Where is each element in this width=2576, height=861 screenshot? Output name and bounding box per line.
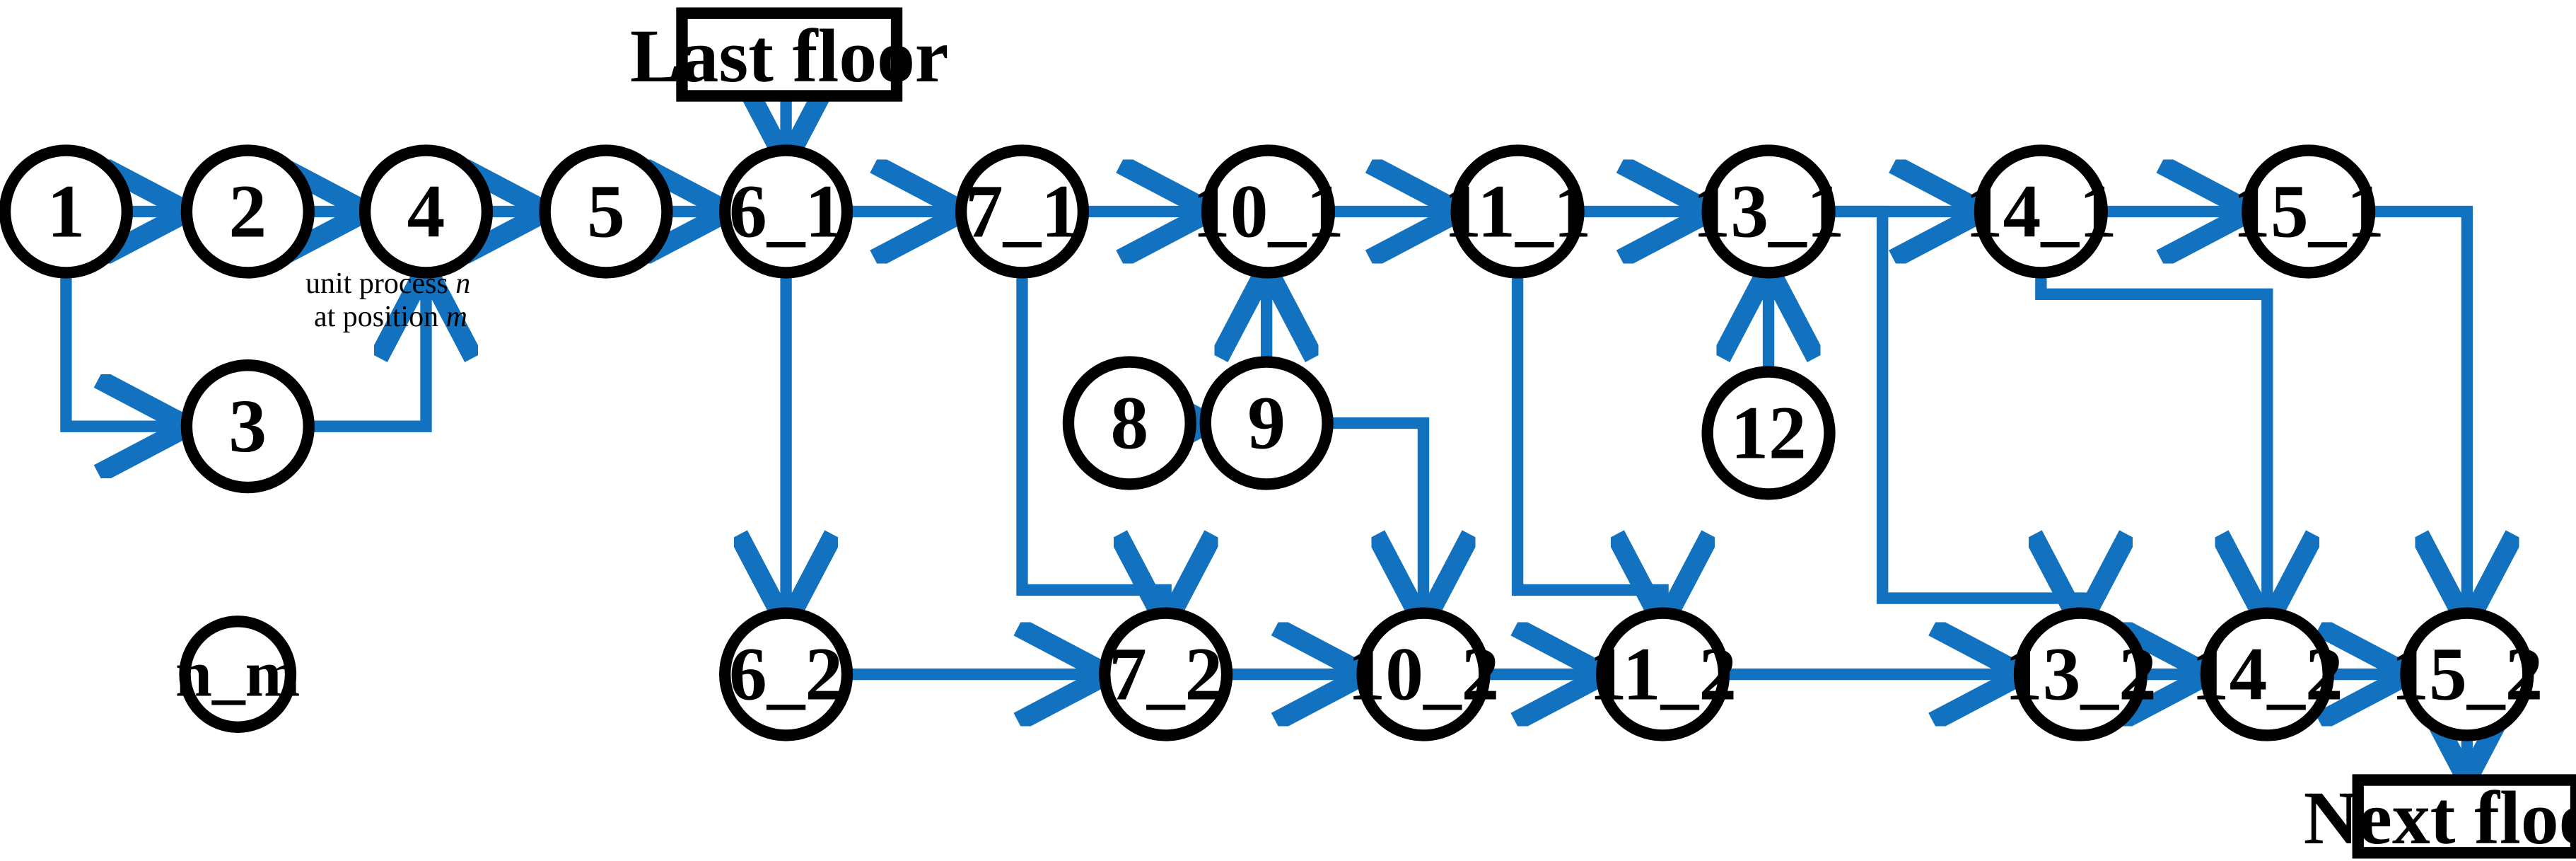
next-floor-label: Next floor <box>2304 776 2576 860</box>
node-label: 10_2 <box>1348 632 1500 717</box>
node-7_1[interactable]: 7_1 <box>955 144 1090 279</box>
edge-15_1-15_2 <box>2366 205 2466 618</box>
last-floor-box: Last floor <box>630 7 948 102</box>
edge-3-4 <box>305 275 426 432</box>
node-label: 13_1 <box>1693 169 1845 253</box>
node-label: 12 <box>1730 391 1806 475</box>
legend-sample-node: n_m <box>175 616 300 733</box>
legend-node-label: n_m <box>175 638 300 711</box>
node-15_2[interactable]: 15_2 <box>2391 607 2543 741</box>
node-14_1[interactable]: 14_1 <box>1965 144 2117 279</box>
edge-9-10_2 <box>1324 417 1423 618</box>
legend-line-2-italic: m <box>445 301 468 334</box>
node-8[interactable]: 8 <box>1062 356 1196 490</box>
node-3[interactable]: 3 <box>180 359 315 494</box>
node-label: 2 <box>228 169 267 253</box>
node-12[interactable]: 12 <box>1701 366 1836 500</box>
node-1[interactable]: 1 <box>0 144 133 279</box>
node-label: 3 <box>228 384 267 468</box>
node-label: 7_2 <box>1109 632 1223 717</box>
legend-line-1: unit process n <box>305 267 470 301</box>
legend-description: unit process n at position m <box>305 267 470 334</box>
legend-line-1-italic: n <box>455 267 471 300</box>
node-label: 13_2 <box>2005 632 2157 717</box>
node-label: 6_2 <box>729 632 843 717</box>
edge-13_1-13_2 <box>1826 205 2081 618</box>
node-15_1[interactable]: 15_1 <box>2232 144 2384 279</box>
node-10_1[interactable]: 10_1 <box>1192 144 1344 279</box>
node-label: 14_2 <box>2191 632 2343 717</box>
node-label: 11_1 <box>1444 169 1592 253</box>
edge-1-3 <box>60 269 181 427</box>
node-11_1[interactable]: 11_1 <box>1444 144 1592 279</box>
edge-14_1-14_2 <box>2035 269 2267 618</box>
node-label: 9 <box>1247 381 1286 465</box>
node-label: 5 <box>587 169 625 253</box>
node-label: 1 <box>47 169 86 253</box>
node-2[interactable]: 2 <box>180 144 315 279</box>
node-6_2[interactable]: 6_2 <box>719 607 853 741</box>
node-label: 15_1 <box>2232 169 2384 253</box>
node-13_1[interactable]: 13_1 <box>1693 144 1845 279</box>
node-label: 11_2 <box>1589 632 1737 717</box>
node-label: 4 <box>407 169 445 253</box>
node-13_2[interactable]: 13_2 <box>2005 607 2157 741</box>
node-14_2[interactable]: 14_2 <box>2191 607 2343 741</box>
node-label: 7_1 <box>965 169 1079 253</box>
node-label: 6_1 <box>729 169 843 253</box>
edges-group <box>60 96 2466 773</box>
node-10_2[interactable]: 10_2 <box>1348 607 1500 741</box>
node-7_2[interactable]: 7_2 <box>1099 607 1233 741</box>
node-5[interactable]: 5 <box>539 144 673 279</box>
last-floor-label: Last floor <box>630 14 948 98</box>
legend-line-2: at position m <box>305 301 470 334</box>
node-11_2[interactable]: 11_2 <box>1589 607 1737 741</box>
node-4[interactable]: 4 <box>359 144 494 279</box>
nodes-group: 1 2 4 5 6_1 7_1 <box>0 144 2543 741</box>
node-label: 15_2 <box>2391 632 2543 717</box>
legend-line-1-prefix: unit process <box>305 267 456 300</box>
edge-11_1-11_2 <box>1511 269 1663 618</box>
legend-line-2-prefix: at position <box>314 301 446 334</box>
node-label: 10_1 <box>1192 169 1344 253</box>
node-9[interactable]: 9 <box>1199 356 1334 490</box>
node-6_1[interactable]: 6_1 <box>719 144 853 279</box>
next-floor-box: Next floor <box>2304 774 2576 860</box>
edge-7_1-7_2 <box>1016 269 1166 618</box>
node-label: 8 <box>1110 381 1148 465</box>
node-label: 14_1 <box>1965 169 2117 253</box>
